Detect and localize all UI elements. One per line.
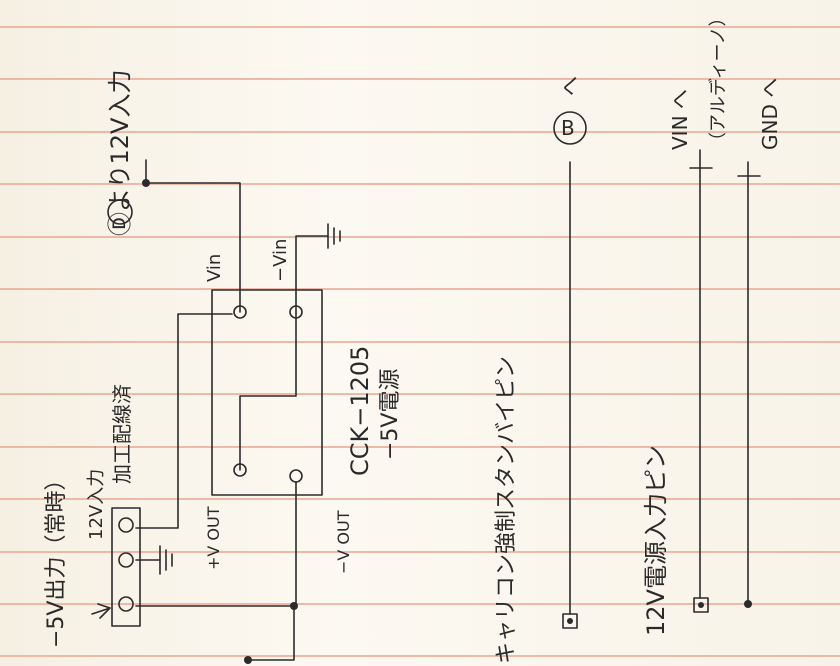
power-pin-dot [698, 602, 704, 608]
pin-minus-out [289, 469, 303, 483]
wire-out-bottom [249, 605, 295, 661]
ruled-line [0, 288, 840, 290]
gnd-pin-dot [744, 600, 752, 608]
wire-12v-input [135, 313, 233, 529]
wire-minus-vin [295, 235, 329, 313]
standby-pin-dot [567, 618, 573, 624]
ruled-line [0, 446, 840, 448]
label-module-desc: −5V電源 [378, 368, 403, 460]
ruled-line [0, 131, 840, 133]
converter-module [211, 289, 323, 496]
ruled-line [0, 183, 840, 185]
label-vin-to: VIN へ [668, 89, 692, 150]
label-minus5v-output: −5V出力（常時） [44, 468, 69, 648]
label-arduino: （アルディーノ） [708, 8, 729, 150]
ruled-line [0, 26, 840, 28]
power-pin-box [693, 597, 709, 613]
ground-symbol-top [327, 223, 341, 249]
label-module-name: CCK−1205 [346, 345, 374, 476]
arrow-icon [91, 603, 111, 619]
label-wiring-done: 加工配線済 [110, 384, 134, 484]
label-b: B [561, 116, 575, 140]
label-power-pin: 12V電源入力ピン [642, 445, 670, 636]
ruled-line [0, 655, 840, 657]
ruled-line [0, 551, 840, 553]
label-minus-vin: −Vin [270, 238, 291, 282]
standby-pin-box [562, 613, 578, 629]
label-vin: Vin [204, 253, 225, 282]
ruled-line [0, 78, 840, 80]
ruled-line [0, 603, 840, 605]
label-standby-pin: キャリコン強制スタンバイピン [494, 355, 519, 664]
ruled-line [0, 498, 840, 500]
label-gnd-to: GND へ [758, 77, 782, 150]
b-circle [553, 111, 587, 145]
label-d-input: Ⓓより12V入力 [106, 69, 134, 236]
ruled-line [0, 393, 840, 395]
bottom-dot [244, 656, 252, 664]
wire-vin [145, 182, 241, 313]
label-minus-v-out: −V OUT [334, 510, 353, 574]
ruled-line [0, 341, 840, 343]
terminal-screw [118, 517, 134, 533]
terminal-screw [118, 552, 134, 568]
d-circle [107, 199, 133, 225]
label-plus-v-out: +V OUT [204, 506, 223, 570]
label-12v-input: 12V入力 [86, 468, 107, 540]
internal-jumper [239, 311, 297, 471]
terminal-block [111, 507, 141, 627]
ruled-line [0, 236, 840, 238]
ground-symbol-left [159, 545, 173, 575]
terminal-screw [118, 596, 134, 612]
label-b-arrow: へ [558, 76, 582, 96]
